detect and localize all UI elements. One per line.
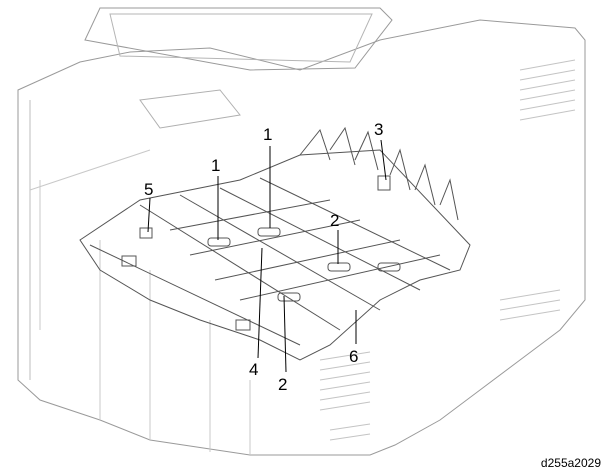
callout-4: 4	[249, 360, 259, 379]
callout-1-left: 1	[211, 156, 221, 175]
duplex-unit-outline	[79, 149, 471, 361]
printer-body-outline	[17, 19, 586, 456]
callout-1-right: 1	[263, 125, 273, 144]
operation-panel	[84, 7, 393, 71]
callout-6: 6	[349, 347, 359, 366]
leader-lines	[147, 139, 387, 373]
callout-5: 5	[144, 180, 154, 199]
callout-3: 3	[374, 120, 384, 139]
callout-2-lower: 2	[278, 375, 288, 394]
callout-2-upper: 2	[330, 211, 340, 230]
figure-code: d255a2029	[540, 456, 601, 470]
